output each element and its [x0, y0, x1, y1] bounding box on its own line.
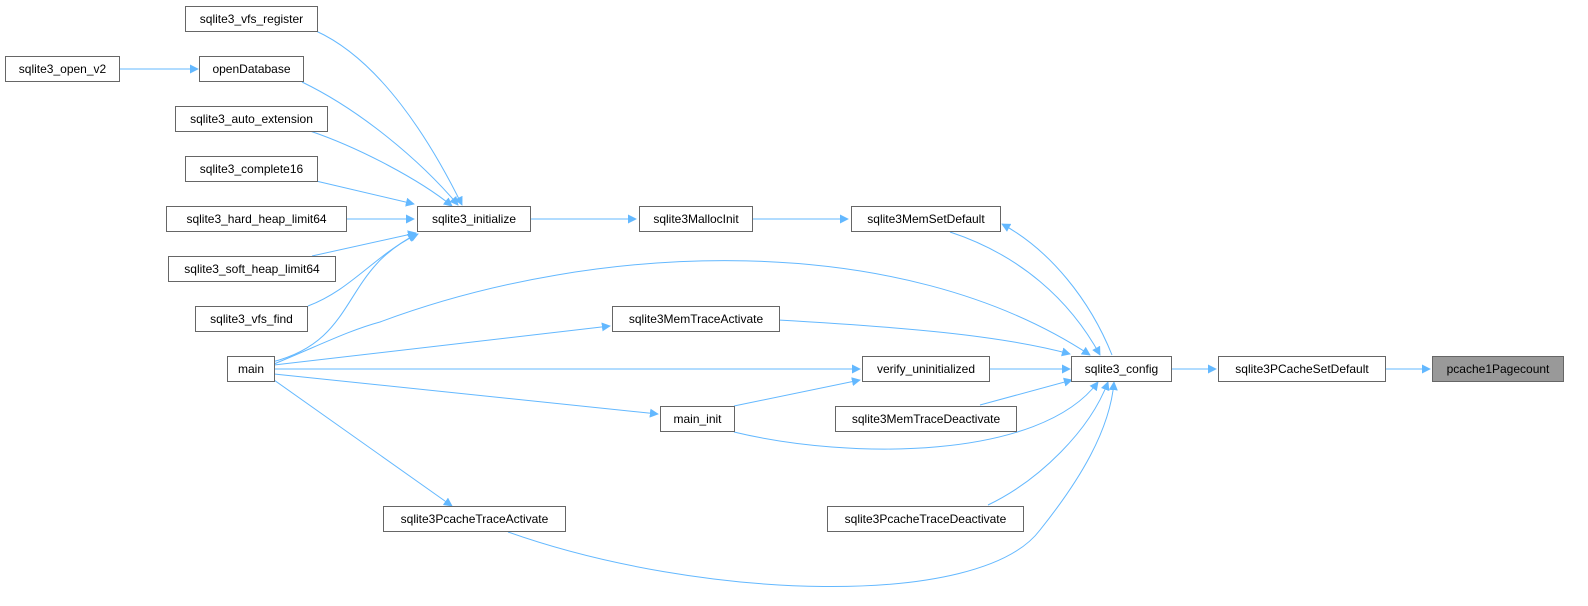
node-label: sqlite3_vfs_find [210, 312, 293, 326]
node-label: pcache1Pagecount [1447, 362, 1550, 376]
edge-main_init-verify_uninitialized [733, 377, 861, 407]
node-label: sqlite3_config [1085, 362, 1158, 376]
edge-MemTraceDeactivate-config [979, 377, 1073, 406]
edge-main-PcacheTraceActivate [273, 379, 453, 507]
node-label: main [238, 362, 264, 376]
node-label: sqlite3MemTraceActivate [629, 312, 764, 326]
edge-main_init-config [733, 381, 1099, 450]
edge-soft_heap_limit64-initialize [311, 230, 417, 257]
node-label: sqlite3PcacheTraceActivate [401, 512, 549, 526]
node-sqlite3pcachesetdefault[interactable]: sqlite3PCacheSetDefault [1218, 356, 1386, 382]
node-sqlite3-open-v2[interactable]: sqlite3_open_v2 [5, 56, 120, 82]
node-label: sqlite3MemSetDefault [867, 212, 985, 226]
edge-main-MemTraceActivate [273, 322, 611, 366]
node-label: sqlite3_hard_heap_limit64 [186, 212, 326, 226]
node-sqlite3memsetdefault[interactable]: sqlite3MemSetDefault [851, 206, 1001, 232]
edge-PcacheTraceActivate-config [507, 381, 1118, 588]
edge-MemTraceActivate-config [777, 319, 1071, 357]
edge-main-main_init [273, 373, 659, 418]
node-label: sqlite3_complete16 [200, 162, 304, 176]
node-label: sqlite3_vfs_register [200, 12, 303, 26]
edge-PcacheTraceDeactivate-config [987, 381, 1110, 506]
edge-config-MemSetDefault [1001, 223, 1113, 356]
node-sqlite3-auto-extension[interactable]: sqlite3_auto_extension [175, 106, 328, 132]
node-sqlite3memtraceactivate[interactable]: sqlite3MemTraceActivate [612, 306, 780, 332]
edges-layer [120, 30, 1431, 588]
edge-auto_extension-initialize [309, 130, 453, 207]
edge-complete16-initialize [315, 180, 415, 207]
node-sqlite3pcachetraceactivate[interactable]: sqlite3PcacheTraceActivate [383, 506, 566, 532]
node-label: sqlite3PCacheSetDefault [1235, 362, 1369, 376]
node-sqlite3mallocinit[interactable]: sqlite3MallocInit [639, 206, 753, 232]
edge-vfs_register-initialize [315, 30, 463, 206]
node-label: sqlite3_initialize [432, 212, 516, 226]
node-main[interactable]: main [227, 356, 275, 382]
node-label: sqlite3PcacheTraceDeactivate [845, 512, 1007, 526]
node-sqlite3-vfs-find[interactable]: sqlite3_vfs_find [195, 306, 308, 332]
node-label: sqlite3_auto_extension [190, 112, 313, 126]
node-label: sqlite3_soft_heap_limit64 [184, 262, 320, 276]
node-sqlite3pcachetracedeactivate[interactable]: sqlite3PcacheTraceDeactivate [827, 506, 1024, 532]
edge-MemSetDefault-config [949, 231, 1101, 356]
node-label: sqlite3MallocInit [653, 212, 739, 226]
node-sqlite3-initialize[interactable]: sqlite3_initialize [417, 206, 531, 232]
edge-openDatabase-initialize [301, 81, 459, 206]
node-pcache1pagecount[interactable]: pcache1Pagecount [1432, 356, 1564, 382]
node-sqlite3-hard-heap-limit64[interactable]: sqlite3_hard_heap_limit64 [166, 206, 347, 232]
nodes-layer: sqlite3_vfs_register sqlite3_open_v2 ope… [5, 6, 1564, 532]
node-sqlite3-vfs-register[interactable]: sqlite3_vfs_register [185, 6, 318, 32]
node-label: openDatabase [212, 62, 290, 76]
node-verify-uninitialized[interactable]: verify_uninitialized [862, 356, 990, 382]
node-sqlite3memtracedeactivate[interactable]: sqlite3MemTraceDeactivate [835, 406, 1017, 432]
node-sqlite3-complete16[interactable]: sqlite3_complete16 [185, 156, 318, 182]
node-main-init[interactable]: main_init [660, 406, 735, 432]
node-opendatabase[interactable]: openDatabase [199, 56, 304, 82]
edge-main-initialize [271, 233, 419, 363]
node-label: main_init [673, 412, 722, 426]
node-sqlite3-soft-heap-limit64[interactable]: sqlite3_soft_heap_limit64 [168, 256, 336, 282]
node-label: verify_uninitialized [877, 362, 975, 376]
node-label: sqlite3MemTraceDeactivate [852, 412, 1001, 426]
edge-main-config [273, 260, 1091, 365]
node-label: sqlite3_open_v2 [19, 62, 107, 76]
node-sqlite3-config[interactable]: sqlite3_config [1071, 356, 1172, 382]
